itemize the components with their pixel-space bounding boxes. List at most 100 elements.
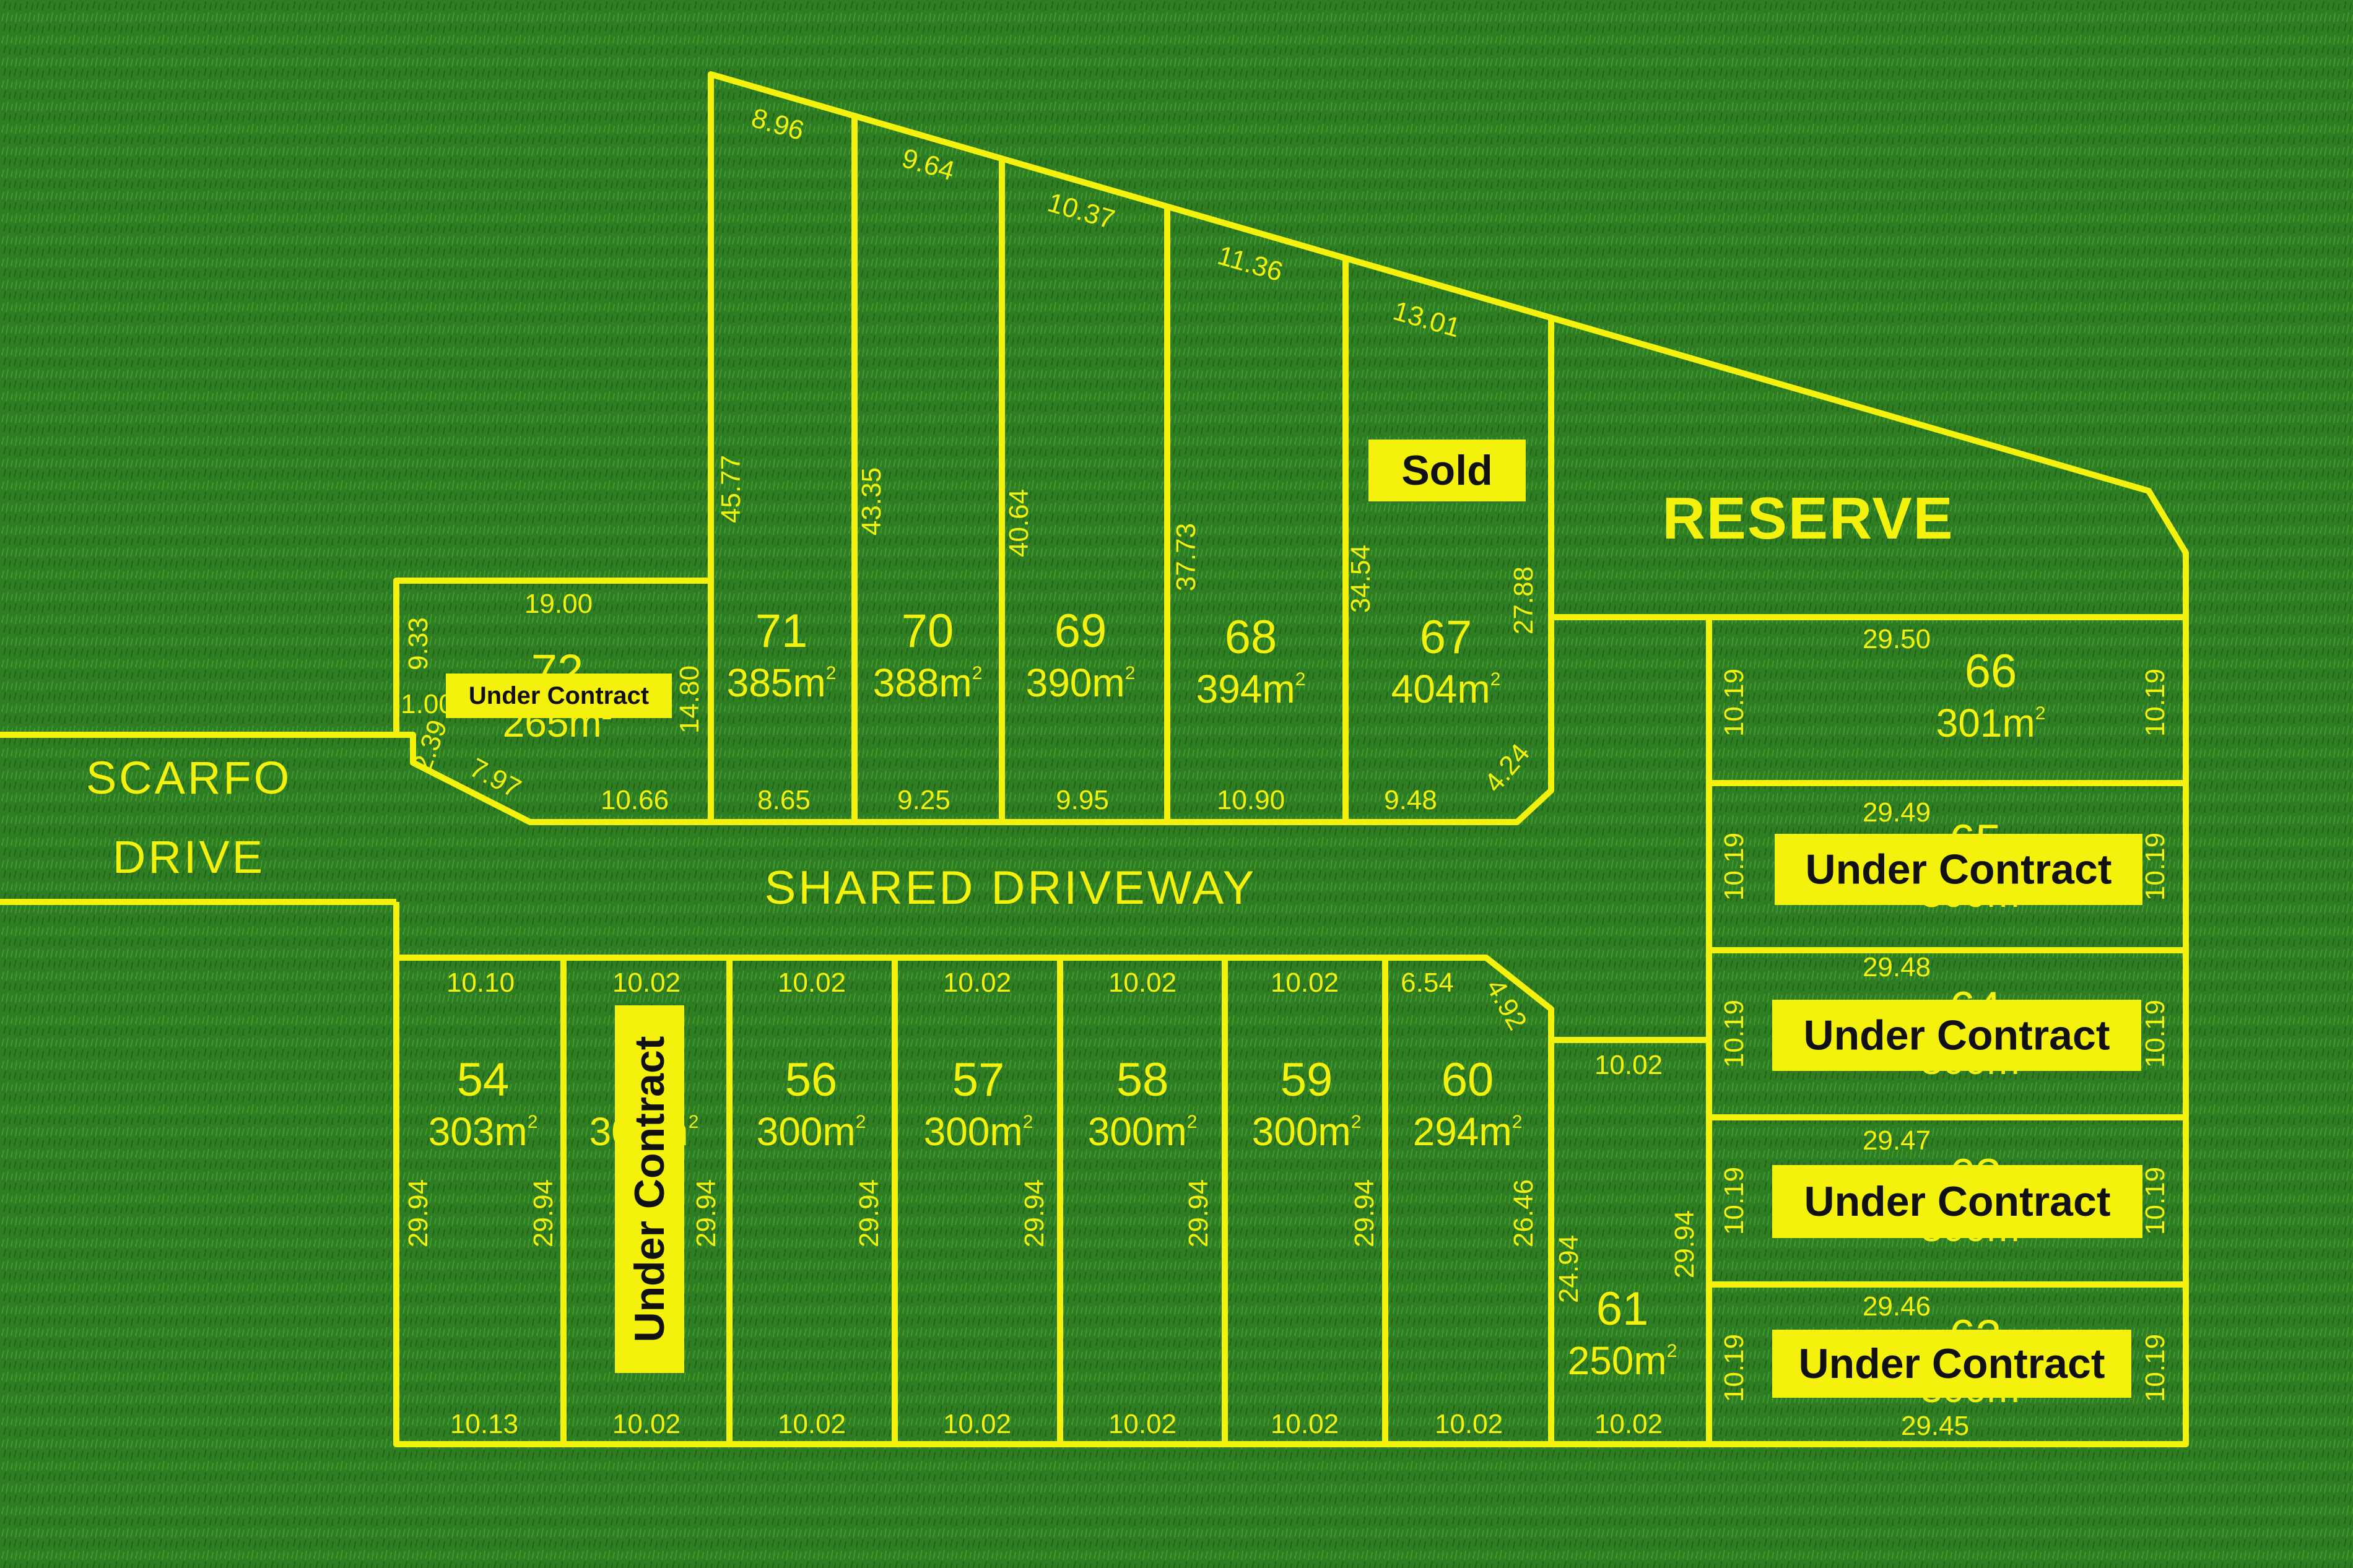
dimension-label: 10.19: [2140, 1167, 2170, 1235]
dimension-label: 29.94: [691, 1179, 721, 1247]
dimension-label: 29.94: [1183, 1179, 1214, 1247]
dimension-label: 10.02: [1594, 1409, 1663, 1439]
dimension-label: 26.46: [1508, 1179, 1539, 1247]
dimension-label: 29.94: [528, 1179, 559, 1247]
dimension-label: 45.77: [716, 455, 746, 523]
area-unit-sup: 2: [972, 663, 983, 683]
lot-area: 300m2: [1088, 1109, 1198, 1154]
dimension-label: 10.02: [1108, 1409, 1176, 1439]
lot-number: 54: [457, 1054, 510, 1106]
lot-area: 388m2: [873, 661, 983, 705]
lot-area: 294m2: [1413, 1109, 1523, 1154]
dimension-label: 10.02: [1108, 968, 1176, 998]
dimension-label: 10.02: [1435, 1409, 1503, 1439]
boundary-lines: [0, 71, 2189, 1447]
site-boundary: [393, 71, 2189, 1447]
area-unit-sup: 2: [1490, 669, 1501, 690]
dimension-label: 10.90: [1217, 785, 1285, 815]
dimension-label: 9.48: [1384, 785, 1437, 815]
status-badge-text: Under Contract: [1804, 1012, 2110, 1059]
status-badge-bg: [446, 674, 672, 718]
status-badge-bg: [1775, 834, 2142, 905]
dimension-label: 10.02: [1271, 1409, 1339, 1439]
sold-badge-lot-67: Sold: [1368, 440, 1526, 501]
status-badge-bg: [1368, 440, 1526, 501]
status-badge-text: Under Contract: [626, 1036, 673, 1343]
dimension-label: 10.19: [1719, 1167, 1749, 1235]
dimension-label: 10.02: [612, 968, 681, 998]
dimension-label: 40.64: [1004, 489, 1034, 557]
reserve-label: RESERVE: [1662, 485, 1954, 552]
status-badge-text: Under Contract: [1806, 846, 2112, 893]
street-label: SCARFO DRIVE: [86, 752, 292, 883]
area-unit-sup: 2: [1351, 1112, 1362, 1132]
svg-text:SCARFO: SCARFO: [86, 752, 292, 803]
dimension-label: 10.13: [450, 1409, 518, 1439]
status-badge-text: Sold: [1401, 447, 1492, 494]
status-badge-bg: [1772, 1165, 2142, 1238]
area-unit-sup: 2: [2035, 703, 2046, 724]
under-contract-badge-lot-62: Under Contract: [1772, 1330, 2131, 1398]
lot-number: 68: [1225, 611, 1277, 664]
svg-text:DRIVE: DRIVE: [113, 831, 265, 883]
dimension-label: 10.02: [943, 968, 1011, 998]
dimension-label: 10.19: [1719, 669, 1749, 737]
lot-number: 61: [1596, 1283, 1649, 1335]
dimension-label: 10.19: [2140, 669, 2170, 737]
lot-number: 67: [1420, 611, 1472, 664]
lot-number: 71: [755, 605, 808, 657]
dimension-label: 10.19: [1719, 833, 1749, 901]
dimension-label: 37.73: [1171, 523, 1201, 591]
lot-area: 303m2: [428, 1109, 538, 1154]
lot-area: 385m2: [727, 661, 837, 705]
dimension-label: 43.35: [856, 467, 887, 535]
dimension-label: 10.02: [612, 1409, 681, 1439]
status-badge-bg: [615, 1005, 684, 1373]
dimension-label: 9.25: [897, 785, 950, 815]
lot-area: 300m2: [1252, 1109, 1362, 1154]
dimension-label: 29.94: [1019, 1179, 1050, 1247]
dimension-label: 8.65: [757, 785, 811, 815]
dimension-label: 29.94: [1669, 1210, 1700, 1278]
dimension-label: 10.19: [1719, 1000, 1749, 1068]
area-unit-sup: 2: [856, 1112, 866, 1132]
area-unit-sup: 2: [826, 663, 837, 683]
driveway-label: SHARED DRIVEWAY: [765, 862, 1257, 914]
dimension-label: 19.00: [524, 589, 593, 619]
dimension-label: 6.54: [1401, 968, 1454, 998]
dimension-label: 9.95: [1056, 785, 1109, 815]
area-unit-sup: 2: [1187, 1112, 1198, 1132]
dimension-label: 29.48: [1863, 952, 1931, 982]
dimension-label: 10.02: [778, 968, 846, 998]
lot-number: 60: [1442, 1054, 1494, 1106]
dimension-label: 27.88: [1508, 566, 1539, 635]
dimension-label: 34.54: [1346, 545, 1376, 613]
lot-area: 301m2: [1936, 701, 2046, 745]
lot-area: 300m2: [757, 1109, 866, 1154]
dimension-label: 10.19: [1719, 1334, 1749, 1402]
dimension-label: 29.46: [1863, 1291, 1931, 1322]
dimension-label: 29.47: [1863, 1125, 1931, 1156]
lot-number: 58: [1116, 1054, 1169, 1106]
dimension-label: 10.19: [2140, 1000, 2170, 1068]
dimension-label: 10.10: [446, 968, 515, 998]
dimension-label: 29.49: [1863, 797, 1931, 828]
lot-number: 56: [785, 1054, 838, 1106]
status-badge-text: Under Contract: [1799, 1340, 2105, 1387]
dimension-label: 10.66: [601, 785, 669, 815]
under-contract-badge-lot-55: Under Contract: [615, 1005, 684, 1373]
lot-number: 70: [902, 605, 954, 657]
area-unit-sup: 2: [1125, 663, 1136, 683]
area-unit-sup: 2: [1512, 1112, 1523, 1132]
lot-area: 404m2: [1391, 667, 1501, 711]
lot-area: 390m2: [1026, 661, 1136, 705]
dimension-label: 29.94: [403, 1179, 433, 1247]
under-contract-badge-lot-65: Under Contract: [1775, 834, 2142, 905]
status-badge-bg: [1772, 1330, 2131, 1398]
dimension-label: 14.80: [674, 665, 705, 734]
under-contract-badge-lot-64: Under Contract: [1772, 1000, 2141, 1071]
status-badge-bg: [1772, 1000, 2141, 1071]
area-unit-sup: 2: [1295, 669, 1306, 690]
